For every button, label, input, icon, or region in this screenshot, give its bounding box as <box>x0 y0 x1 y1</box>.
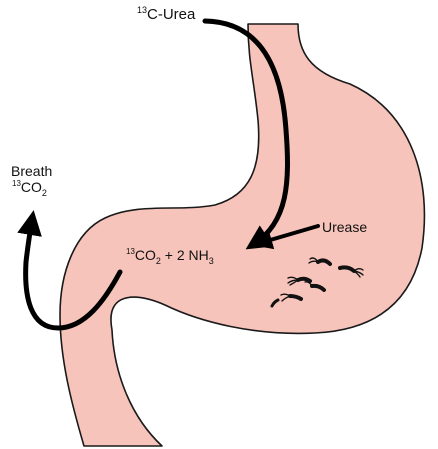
urea-label: 13C-Urea <box>137 5 196 23</box>
stomach-shape <box>60 24 424 446</box>
breath-title-label: Breath <box>11 163 52 179</box>
urease-label: Urease <box>322 219 367 235</box>
breath-co2-label: 13CO2 <box>12 179 47 198</box>
